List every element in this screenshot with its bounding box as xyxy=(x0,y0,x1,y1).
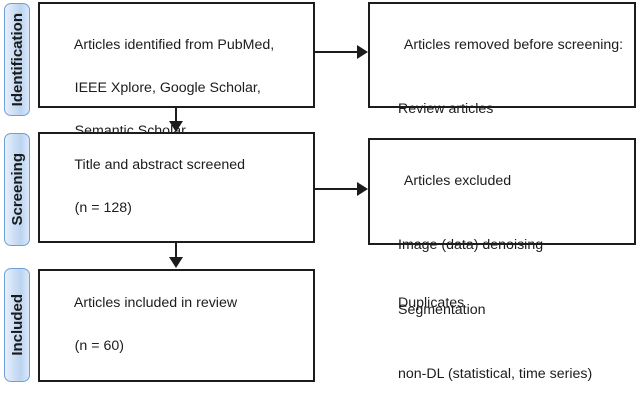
box-articles-removed: Articles removed before screening: Revie… xyxy=(368,2,636,311)
stage-tab-screening: Screening xyxy=(4,133,30,246)
arrow-screened-to-included-line xyxy=(175,243,177,261)
removed-item-1: Review articles xyxy=(398,101,494,117)
box-title-abstract-screened-text: Title and abstract screened (n = 128) xyxy=(40,134,245,242)
box-articles-excluded-text: Articles excluded Image (data) denoising… xyxy=(370,140,592,417)
excluded-item-1: Image (data) denoising xyxy=(398,237,544,253)
arrow-identified-to-screened-line xyxy=(175,108,177,125)
removed-heading: Articles removed before screening: xyxy=(403,36,624,53)
excluded-heading: Articles excluded xyxy=(403,172,512,189)
box-articles-identified: Articles identified from PubMed, IEEE Xp… xyxy=(38,2,315,182)
stage-tab-included: Included xyxy=(4,268,30,382)
arrow-screened-to-included-head xyxy=(169,257,183,268)
included-count: (n = 60) xyxy=(74,338,124,355)
removed-item-4: Duplicates xyxy=(398,294,465,311)
stage-label-screening: Screening xyxy=(8,153,26,226)
arrow-screened-to-excluded-head xyxy=(357,182,368,196)
box-articles-included: Articles included in review (n = 60) xyxy=(38,269,315,382)
arrow-identified-to-screened-head xyxy=(169,121,183,132)
included-line-1: Articles included in review xyxy=(73,295,238,312)
arrow-screened-to-excluded-line xyxy=(315,188,361,190)
stage-label-included: Included xyxy=(8,294,26,356)
stage-label-identification: Identification xyxy=(8,12,26,107)
identified-line-1: Articles identified from PubMed, xyxy=(73,36,275,53)
arrow-identified-to-removed-line xyxy=(315,51,361,53)
box-title-abstract-screened: Title and abstract screened (n = 128) xyxy=(38,132,315,243)
stage-tab-identification: Identification xyxy=(4,3,30,116)
excluded-item-2: Segmentation xyxy=(398,301,486,318)
box-articles-included-text: Articles included in review (n = 60) xyxy=(40,272,237,380)
arrow-identified-to-removed-head xyxy=(357,45,368,59)
screened-line-1: Title and abstract screened xyxy=(74,157,246,174)
identified-line-2: IEEE Xplore, Google Scholar, xyxy=(74,79,261,96)
excluded-item-3: non-DL (statistical, time series) xyxy=(398,366,593,382)
box-articles-excluded: Articles excluded Image (data) denoising… xyxy=(368,138,636,382)
screened-count: (n = 128) xyxy=(74,200,132,217)
